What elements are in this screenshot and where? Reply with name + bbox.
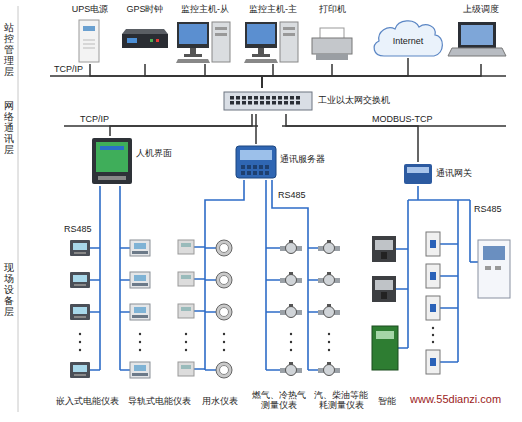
bus-label: RS485	[64, 224, 92, 234]
switch-icon	[224, 92, 312, 110]
device-label: 监控主机-从	[181, 4, 229, 15]
rs485-wires	[90, 180, 478, 370]
device-caption: 用水仪表	[200, 396, 240, 406]
side-rule	[18, 6, 19, 412]
layer-title: 网络通讯层	[4, 100, 14, 155]
comm-gateway: 通讯网关	[402, 162, 494, 186]
device-label: 监控主机-主	[249, 4, 297, 15]
laptop-icon	[448, 22, 506, 56]
monitor-icon	[244, 22, 298, 63]
protocol-label: TCP/IP	[80, 114, 109, 124]
device-label: 通讯服务器	[280, 154, 325, 165]
ups-icon	[79, 20, 99, 62]
network-link	[262, 64, 481, 88]
gps-clock: GPS时钟	[118, 4, 172, 64]
protocol-label: MODBUS-TCP	[372, 114, 433, 124]
gps-icon	[122, 29, 168, 48]
network-link	[262, 58, 408, 88]
gateway-icon	[404, 164, 432, 184]
network-link	[145, 64, 262, 88]
cloud-outline	[374, 21, 442, 56]
bus-label: RS485	[474, 204, 502, 214]
ups-device: UPS电源	[68, 4, 112, 64]
layer-title: 现场设备层	[4, 262, 14, 317]
device-label: 打印机	[319, 4, 346, 15]
ellipsis-dots	[79, 327, 434, 351]
device-label: 人机界面	[136, 148, 172, 159]
device-label: 通讯网关	[436, 168, 472, 179]
internet-cloud: Internet	[370, 16, 446, 58]
device-caption: 汽、柴油等能耗测量仪表	[312, 390, 370, 410]
dispatch-laptop: 上级调度	[450, 4, 512, 64]
device-label: Internet	[393, 36, 424, 47]
printer-device: 打印机	[308, 4, 356, 64]
device-caption: 智能	[374, 396, 400, 406]
network-link	[255, 114, 257, 144]
field-devices	[70, 232, 510, 378]
bus-lines	[50, 76, 506, 126]
device-label: 上级调度	[463, 4, 499, 15]
device-caption: 导轨式电能仪表	[124, 396, 194, 406]
hmi-icon	[92, 138, 132, 184]
watermark: www.55dianzi.com	[410, 394, 501, 404]
monitor-host: 监控主机-主	[242, 4, 304, 64]
comm-server: 通讯服务器	[234, 144, 334, 180]
network-link	[90, 64, 262, 88]
device-label: UPS电源	[72, 4, 109, 15]
device-label: GPS时钟	[126, 4, 163, 15]
hmi-panel: 人机界面	[90, 136, 186, 186]
monitor-icon	[176, 22, 230, 63]
monitor-host: 监控主机-从	[174, 4, 236, 64]
printer-icon	[312, 28, 352, 60]
device-caption: 嵌入式电能仪表	[52, 396, 122, 406]
network-link	[110, 114, 252, 136]
server-icon	[236, 146, 276, 178]
device-label: 工业以太网交换机	[318, 95, 390, 106]
bus-label: RS485	[278, 190, 306, 200]
layer-title: 站控管理层	[4, 22, 14, 77]
protocol-label: TCP/IP	[54, 64, 83, 74]
network-link	[205, 64, 262, 88]
device-caption: 燃气、冷热气测量仪表	[250, 390, 308, 410]
ethernet-switch: 工业以太网交换机	[222, 88, 394, 114]
